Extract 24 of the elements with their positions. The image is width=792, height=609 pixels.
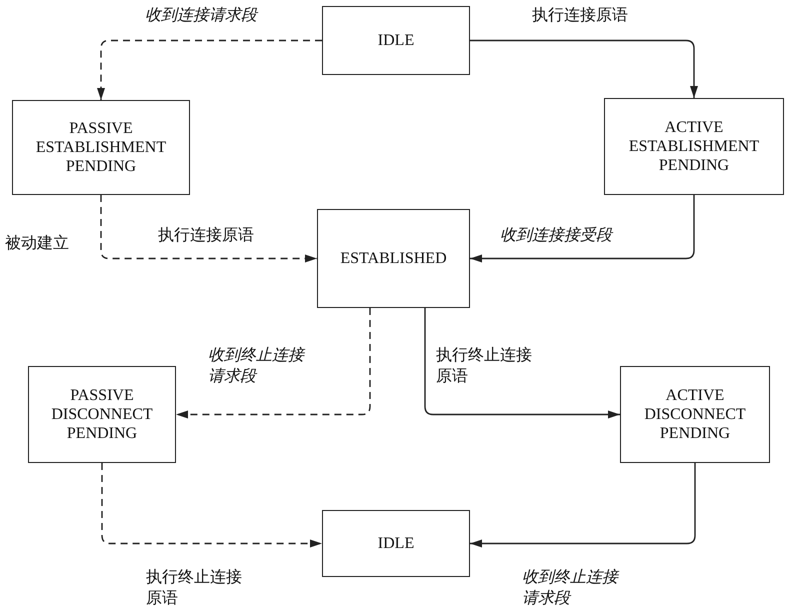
state-box: ESTABLISHED (317, 209, 470, 308)
state-box: IDLE (322, 6, 470, 75)
arrow (470, 40, 698, 98)
edge-label: 收到终止连接请求段 (208, 346, 306, 387)
state-box: ACTIVE ESTABLISHMENT PENDING (604, 98, 784, 195)
edge-label: 收到连接接受段 (500, 226, 612, 246)
edge-label: 收到终止连接请求段 (522, 568, 620, 609)
edge-label: 执行终止连接原语 (146, 568, 243, 609)
dashed-arrow (100, 195, 317, 262)
dashed-arrow (176, 308, 371, 418)
arrow (470, 463, 696, 548)
edge-label: 收到连接请求段 (145, 6, 257, 26)
edge-label: 执行终止连接原语 (436, 346, 533, 387)
note-text: 被动建立 (5, 234, 69, 254)
arrow (470, 195, 695, 262)
state-box: ACTIVE DISCONNECT PENDING (620, 366, 770, 463)
dashed-arrow (101, 463, 322, 548)
dashed-arrow (97, 40, 322, 100)
edge-label: 执行连接原语 (158, 226, 254, 246)
arrow (424, 308, 620, 418)
state-box: IDLE (322, 510, 470, 577)
edge-label: 执行连接原语 (532, 6, 628, 26)
state-box: PASSIVE DISCONNECT PENDING (28, 366, 176, 463)
state-box: PASSIVE ESTABLISHMENT PENDING (12, 100, 190, 195)
